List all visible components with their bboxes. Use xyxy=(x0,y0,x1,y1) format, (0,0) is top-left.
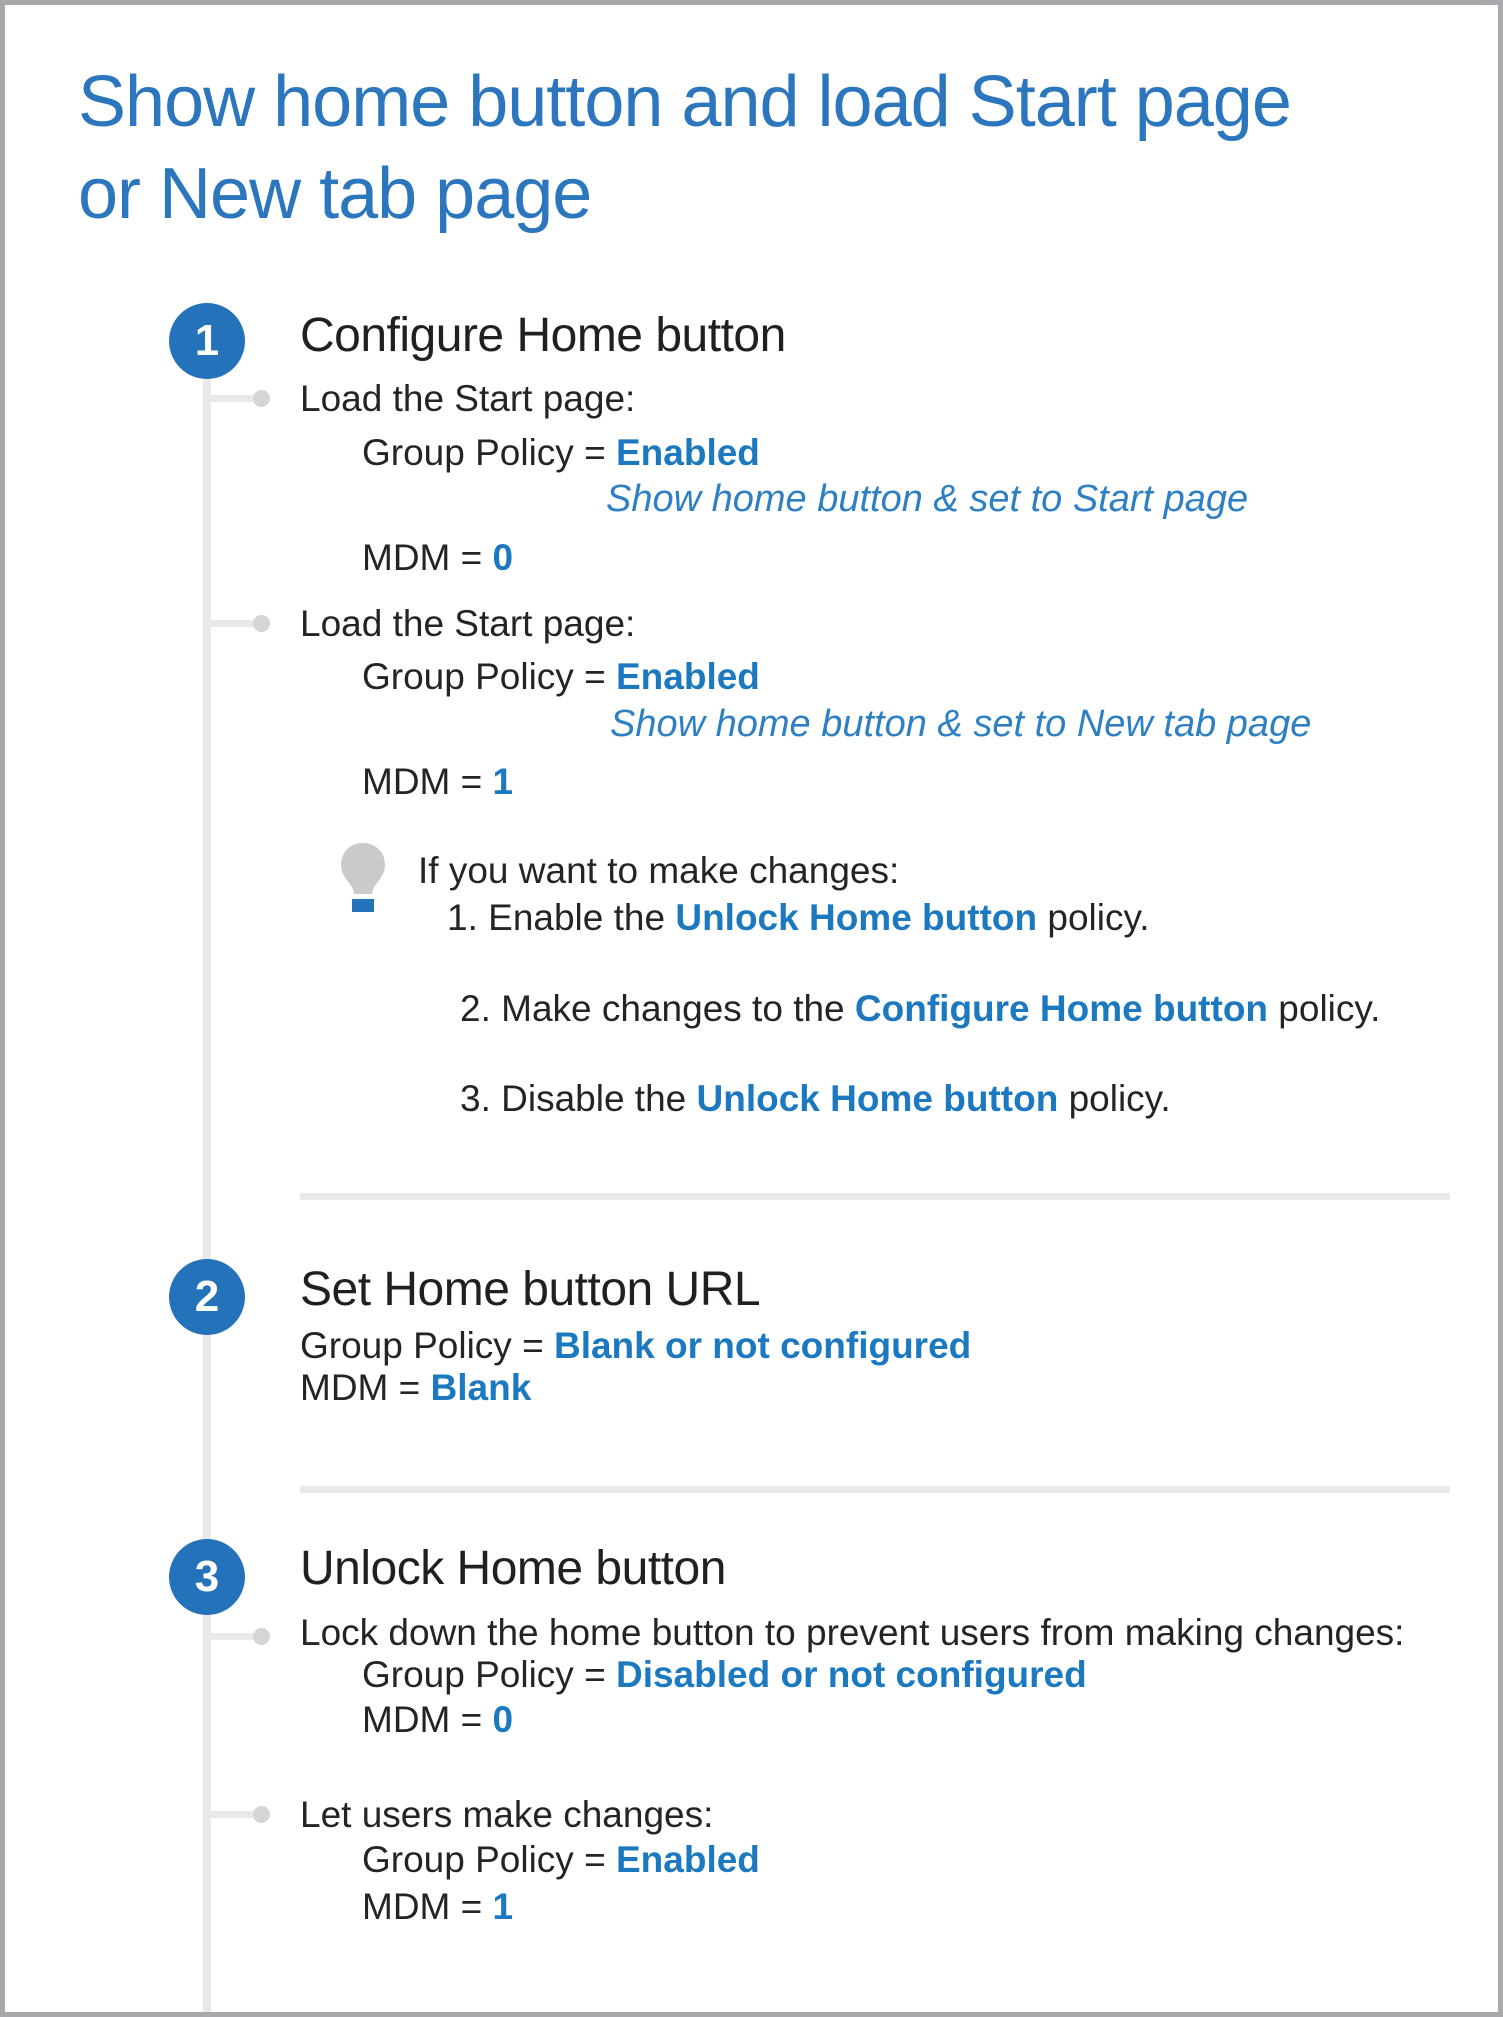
branch-dot xyxy=(253,615,270,632)
group-policy-value: Disabled or not configured xyxy=(615,1654,1087,1695)
step1-bullet2-group-policy-line: Group Policy = Enabled xyxy=(362,655,760,699)
branch-line xyxy=(207,1811,255,1818)
step3-bullet2-group-policy-line: Group Policy = Enabled xyxy=(362,1838,760,1882)
step1-bullet1-mdm-line: MDM = 0 xyxy=(362,536,513,580)
branch-line xyxy=(207,395,255,402)
tip-intro: If you want to make changes: xyxy=(418,850,900,891)
branch-dot xyxy=(253,1628,270,1645)
group-policy-label: Group Policy = xyxy=(362,656,616,697)
step3-bullet2-mdm-line: MDM = 1 xyxy=(362,1885,513,1929)
tip-item-1-suffix: policy. xyxy=(1037,897,1150,938)
step3-bullet1-group-policy-line: Group Policy = Disabled or not configure… xyxy=(362,1653,1087,1697)
step-1-heading: Configure Home button xyxy=(300,309,786,362)
group-policy-label: Group Policy = xyxy=(362,1839,616,1880)
tip-item-2: 2. Make changes to the Configure Home bu… xyxy=(460,987,1380,1031)
tip-item-3-policy: Unlock Home button xyxy=(696,1078,1059,1119)
group-policy-value: Enabled xyxy=(615,656,760,697)
mdm-value: 1 xyxy=(492,1886,514,1927)
mdm-label: MDM = xyxy=(362,1699,493,1740)
group-policy-value: Enabled xyxy=(615,1839,760,1880)
step2-group-policy-line: Group Policy = Blank or not configured xyxy=(300,1324,971,1368)
step3-bullet2-label: Let users make changes: xyxy=(300,1794,714,1835)
mdm-label: MDM = xyxy=(362,761,493,802)
mdm-label: MDM = xyxy=(362,1886,493,1927)
mdm-label: MDM = xyxy=(300,1367,431,1408)
step3-bullet1-mdm-line: MDM = 0 xyxy=(362,1698,513,1742)
tip-item-3-prefix: 3. Disable the xyxy=(460,1078,697,1119)
group-policy-label: Group Policy = xyxy=(300,1325,554,1366)
step1-bullet2-label: Load the Start page: xyxy=(300,603,636,644)
mdm-value: 1 xyxy=(492,761,514,802)
tip-item-3: 3. Disable the Unlock Home button policy… xyxy=(460,1077,1171,1121)
branch-dot xyxy=(253,390,270,407)
page-title-line1: Show home button and load Start page xyxy=(78,62,1292,142)
mdm-value: 0 xyxy=(492,1699,514,1740)
step-3-heading: Unlock Home button xyxy=(300,1542,726,1595)
section-divider xyxy=(300,1486,1450,1493)
group-policy-label: Group Policy = xyxy=(362,432,616,473)
step1-bullet2-mdm-line: MDM = 1 xyxy=(362,760,513,804)
tip-item-1: 1. Enable the Unlock Home button policy. xyxy=(447,896,1150,940)
step-3-number: 3 xyxy=(194,1552,220,1601)
group-policy-value: Blank or not configured xyxy=(553,1325,972,1366)
branch-line xyxy=(207,1633,255,1640)
step-2-number: 2 xyxy=(194,1272,220,1321)
step1-bullet2-note: Show home button & set to New tab page xyxy=(610,703,1312,745)
step1-bullet1-group-policy-line: Group Policy = Enabled xyxy=(362,431,760,475)
page-title: Show home button and load Start page or … xyxy=(78,56,1438,240)
branch-dot xyxy=(253,1806,270,1823)
tip-item-2-suffix: policy. xyxy=(1268,988,1381,1029)
lightbulb-icon xyxy=(341,843,385,912)
tip-item-2-prefix: 2. Make changes to the xyxy=(460,988,855,1029)
step-2-badge: 2 xyxy=(169,1259,245,1335)
timeline-line xyxy=(203,370,211,2012)
step1-bullet1-note: Show home button & set to Start page xyxy=(606,478,1249,520)
step-1-badge: 1 xyxy=(169,303,245,379)
step-2-heading: Set Home button URL xyxy=(300,1263,761,1316)
mdm-value: Blank xyxy=(430,1367,532,1408)
page-title-line2: or New tab page xyxy=(78,154,592,234)
step1-bullet1-label: Load the Start page: xyxy=(300,378,636,419)
tip-item-3-suffix: policy. xyxy=(1058,1078,1171,1119)
group-policy-label: Group Policy = xyxy=(362,1654,616,1695)
tip-item-2-policy: Configure Home button xyxy=(854,988,1269,1029)
mdm-label: MDM = xyxy=(362,537,493,578)
mdm-value: 0 xyxy=(492,537,514,578)
step2-mdm-line: MDM = Blank xyxy=(300,1366,531,1410)
step-1-number: 1 xyxy=(194,316,220,365)
group-policy-value: Enabled xyxy=(615,432,760,473)
section-divider xyxy=(300,1193,1450,1200)
tip-item-1-policy: Unlock Home button xyxy=(675,897,1038,938)
step3-bullet1-label: Lock down the home button to prevent use… xyxy=(300,1612,1405,1653)
step-3-badge: 3 xyxy=(169,1539,245,1615)
tip-item-1-prefix: 1. Enable the xyxy=(447,897,676,938)
branch-line xyxy=(207,620,255,627)
